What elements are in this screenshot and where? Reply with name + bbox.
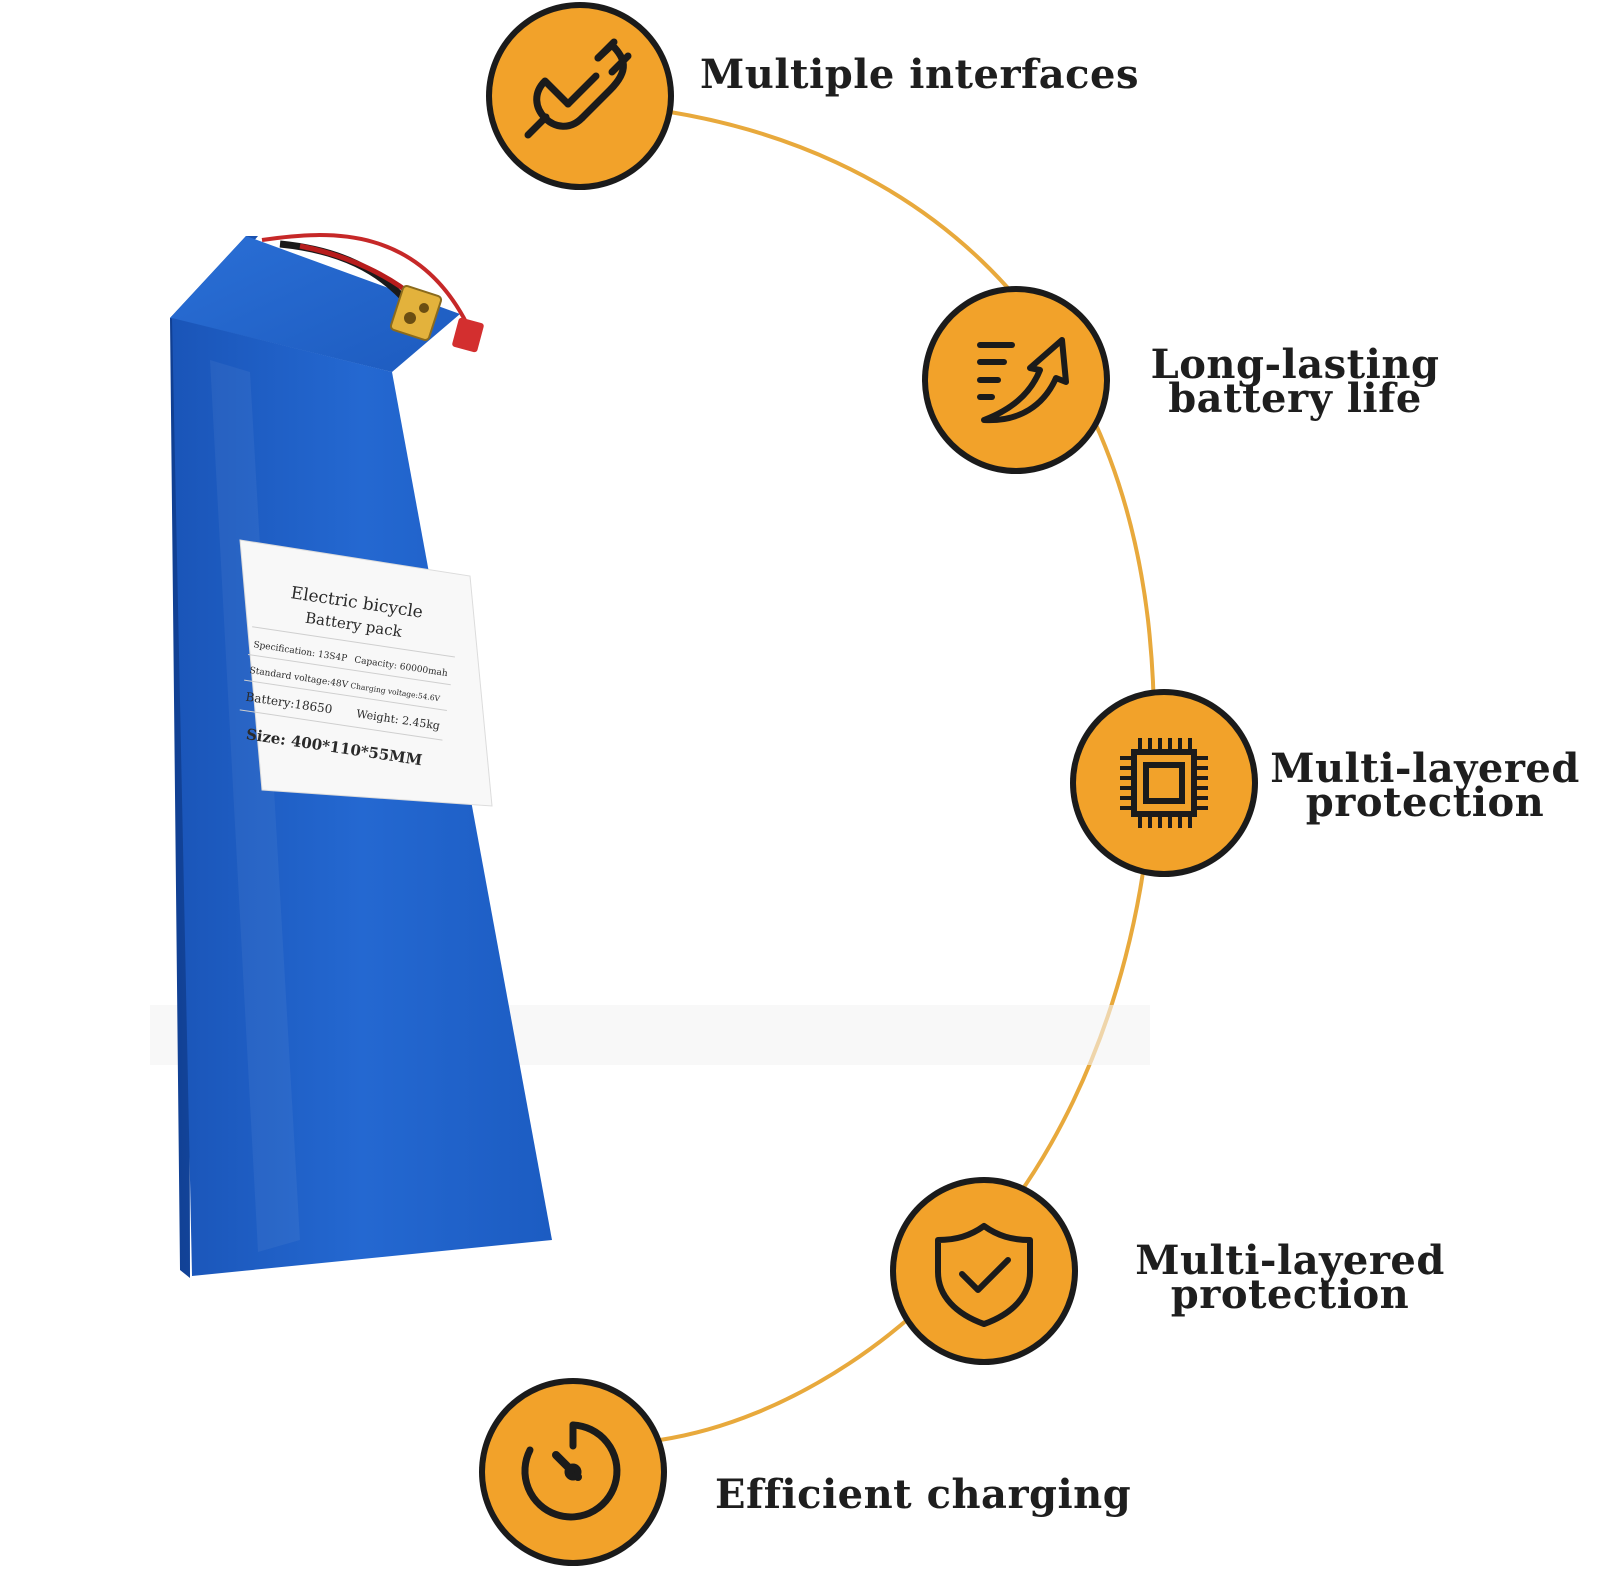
feature-circle-3 xyxy=(1070,689,1258,877)
battery-label-sticker xyxy=(239,539,493,807)
battery-pack xyxy=(170,233,552,1278)
battery-top xyxy=(170,236,460,372)
battery-highlight xyxy=(210,360,300,1252)
feature-circle-2 xyxy=(922,286,1110,474)
feature-text: battery life xyxy=(1168,375,1422,422)
connector-pin xyxy=(404,312,416,324)
feature-label-efficient-charging: Efficient charging xyxy=(715,1471,1132,1518)
feature-text: Multiple interfaces xyxy=(700,51,1139,98)
feature-text: protection xyxy=(1305,779,1545,826)
feature-circles xyxy=(479,2,1258,1566)
plug-icon xyxy=(524,38,632,139)
feature-text: protection xyxy=(1170,1271,1410,1318)
feature-circle-1 xyxy=(486,2,674,190)
feature-circle-5 xyxy=(479,1378,667,1566)
feature-text: Multi-layered xyxy=(1135,1237,1445,1284)
feature-circle-4 xyxy=(890,1177,1078,1365)
chip-icon xyxy=(1120,738,1208,828)
connector-pin xyxy=(419,303,429,313)
label-divider xyxy=(239,709,443,741)
feature-text: Efficient charging xyxy=(715,1471,1132,1518)
speed-arrow-icon xyxy=(977,337,1069,424)
label-divider xyxy=(252,626,455,658)
timer-icon xyxy=(521,1421,621,1521)
feature-label-long-lasting: Long-lasting battery life xyxy=(1135,341,1455,422)
feature-text: Multi-layered xyxy=(1270,745,1580,792)
feature-label-multiple-interfaces: Multiple interfaces xyxy=(700,51,1139,98)
feature-text: Long-lasting xyxy=(1150,341,1440,388)
feature-label-multi-layered-1: Multi-layered protection xyxy=(1255,745,1595,826)
xt60-connector xyxy=(389,284,443,342)
shield-check-icon xyxy=(935,1223,1033,1327)
red-plug xyxy=(452,317,484,353)
wire-red xyxy=(261,233,472,331)
feature-label-multi-layered-2: Multi-layered protection xyxy=(1115,1237,1465,1318)
label-divider xyxy=(244,679,447,711)
label-divider xyxy=(247,653,451,686)
